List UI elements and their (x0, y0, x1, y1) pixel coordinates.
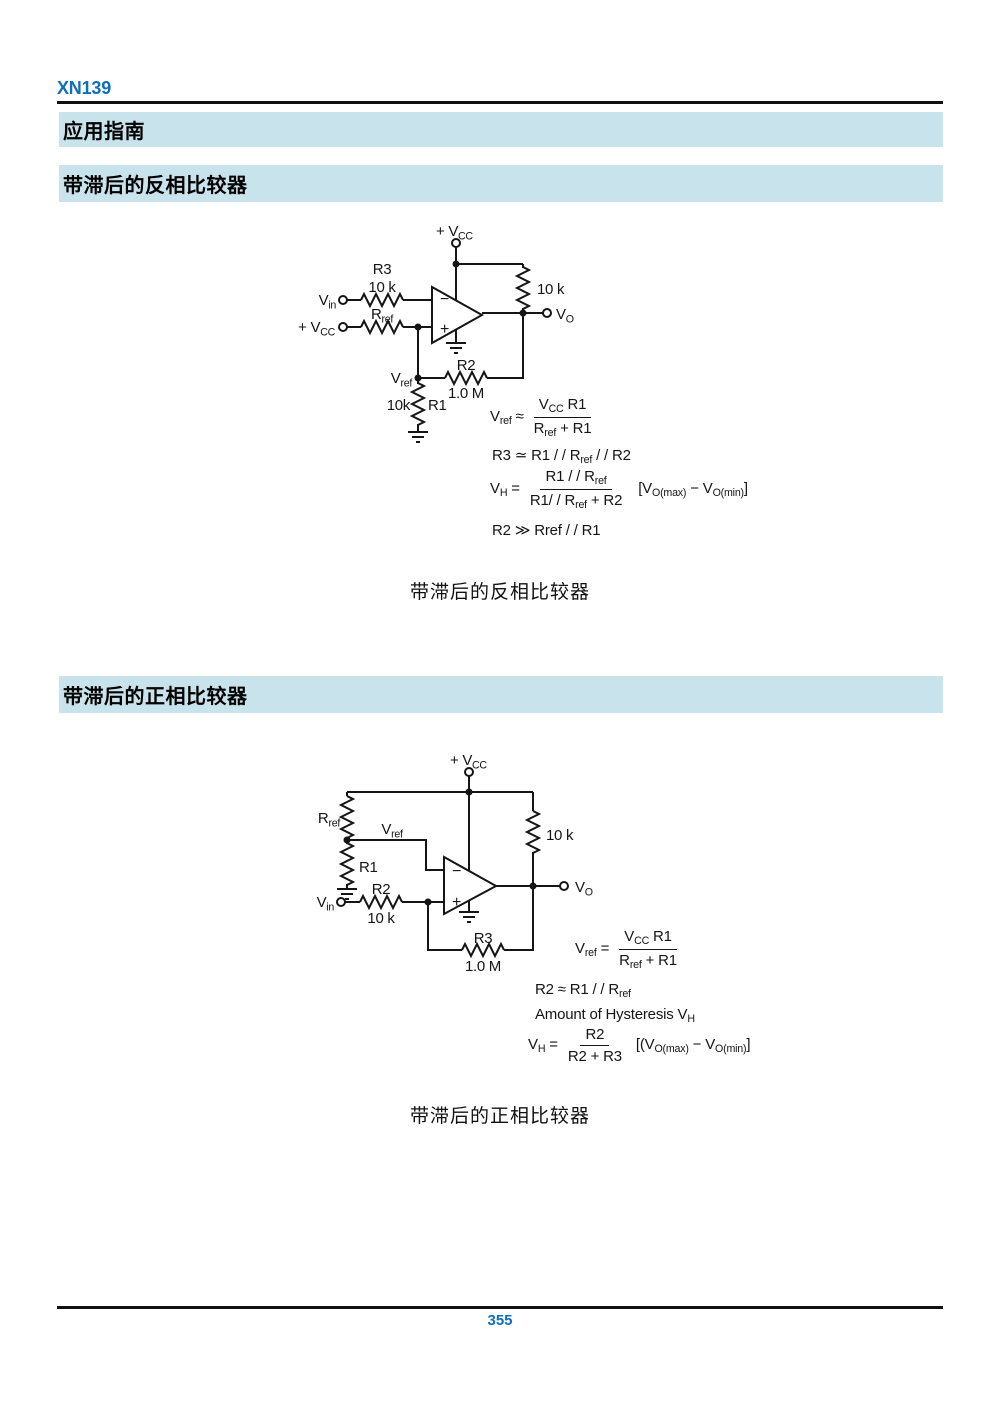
pullup-value-label: 10 k (546, 827, 574, 844)
junction-dots (343, 788, 537, 906)
resistors (340, 795, 540, 957)
vo-label: VO (556, 306, 574, 326)
equation-lhs: Vref = (575, 939, 610, 959)
equation-text: R2 ≫ Rref / / R1 (492, 522, 601, 539)
resistor-rref (340, 795, 354, 839)
noninverting-comparator-diagram: + VCC Rref Vref R1 Vin R2 10 k − + R3 1.… (317, 752, 593, 975)
banner-application-guide: 应用指南 (59, 112, 943, 147)
equation-vref-1: Vref ≈ VCC R1 Rref + R1 (490, 396, 601, 439)
fraction-numerator: R2 (580, 1026, 610, 1046)
header-rule (57, 101, 943, 104)
vin-label: Vin (319, 292, 337, 312)
equation-lhs: VH = (490, 479, 520, 499)
inverting-comparator-diagram: + VCC R3 10 k Vin Rref + VCC 10 k VO − +… (298, 223, 574, 443)
fraction-numerator: R1 / / Rref (540, 468, 612, 490)
pullup-value-label: 10 k (537, 281, 565, 298)
resistor-r1 (340, 842, 354, 886)
inverting-input-sign: − (452, 863, 461, 880)
r3-label: R3 (474, 930, 493, 947)
terminals (338, 238, 552, 332)
resistor-pullup (526, 810, 540, 854)
r2-value-label: 1.0 M (448, 385, 484, 402)
equation-hysteresis-note: Amount of Hysteresis VH (535, 1006, 695, 1025)
equation-vref-2: Vref = VCC R1 Rref + R1 (575, 928, 687, 971)
equation-r3: R3 ≃ R1 / / Rref / / R2 (492, 446, 631, 466)
equation-vh-2: VH = R2 R2 + R3 [(VO(max) − VO(min)] (528, 1026, 751, 1065)
fraction-denominator: R1/ / Rref + R2 (529, 491, 623, 511)
vo-label: VO (575, 879, 593, 899)
equation-r2-condition: R2 ≫ Rref / / R1 (492, 521, 601, 539)
opamp-triangle (431, 285, 485, 345)
resistor-pullup (516, 266, 530, 310)
r3-value-label: 1.0 M (465, 958, 501, 975)
fraction: R2 R2 + R3 (563, 1026, 627, 1065)
vcc-left-label: + VCC (298, 319, 335, 339)
fraction-numerator: VCC R1 (619, 928, 677, 950)
noninverting-input-sign: + (452, 894, 461, 911)
vref-node-label: Vref (381, 821, 403, 841)
equation-text: Amount of Hysteresis VH (535, 1006, 695, 1025)
fraction: VCC R1 Rref + R1 (529, 396, 597, 439)
banner-inverting-comparator: 带滞后的反相比较器 (59, 165, 943, 202)
terminals (336, 767, 569, 907)
equation-text: R3 ≃ R1 / / Rref / / R2 (492, 447, 631, 466)
rref-label: Rref (371, 306, 393, 326)
r3-value-label: 10 k (368, 279, 396, 296)
r2-label: R2 (372, 881, 391, 898)
ground-symbols (337, 888, 479, 923)
ground-symbols (408, 342, 466, 443)
r2-value-label: 10 k (367, 910, 395, 927)
figure2-caption: 带滞后的正相比较器 (409, 1106, 590, 1127)
banner-noninverting-comparator-label: 带滞后的正相比较器 (63, 686, 248, 708)
fraction-numerator: VCC R1 (533, 396, 592, 418)
inverting-input-sign: − (440, 291, 449, 308)
rref-label: Rref (318, 810, 340, 830)
fraction-denominator: Rref + R1 (533, 419, 592, 439)
r2-label: R2 (457, 357, 476, 374)
vref-node-label: Vref (391, 370, 413, 390)
r1-label: R1 (359, 859, 378, 876)
vcc-top-label: + VCC (436, 223, 473, 243)
equation-r2: R2 ≈ R1 / / Rref (535, 981, 631, 1000)
resistor-r1 (411, 382, 425, 426)
r1-value-label: 10k (387, 397, 411, 414)
fraction-denominator: R2 + R3 (567, 1048, 622, 1065)
wires (347, 247, 543, 432)
equation-lhs: VH = (528, 1036, 558, 1055)
equation-rhs: [(VO(max) − VO(min)] (635, 1036, 751, 1055)
r1-label: R1 (428, 397, 447, 414)
figure1-caption: 带滞后的反相比较器 (409, 582, 590, 603)
equation-lhs: Vref ≈ (490, 407, 524, 427)
doc-title: XN139 (57, 78, 112, 98)
equation-rhs: [VO(max) − VO(min)] (638, 479, 748, 499)
banner-application-guide-label: 应用指南 (63, 121, 145, 143)
noninverting-input-sign: + (440, 321, 449, 338)
fraction: R1 / / Rref R1/ / Rref + R2 (525, 468, 627, 511)
banner-noninverting-comparator: 带滞后的正相比较器 (59, 676, 943, 713)
fraction-denominator: Rref + R1 (619, 951, 677, 971)
junction-dots (414, 260, 527, 382)
equation-vh-1: VH = R1 / / Rref R1/ / Rref + R2 [VO(max… (490, 468, 748, 511)
vin-label: Vin (317, 894, 335, 914)
vcc-top-label: + VCC (450, 752, 487, 772)
r3-label: R3 (373, 261, 392, 278)
banner-inverting-comparator-label: 带滞后的反相比较器 (63, 175, 248, 197)
equation-text: R2 ≈ R1 / / Rref (535, 981, 631, 1000)
footer-rule (57, 1306, 943, 1309)
page-number: 355 (487, 1312, 513, 1329)
opamp-triangle (443, 855, 499, 916)
fraction: VCC R1 Rref + R1 (614, 928, 682, 971)
